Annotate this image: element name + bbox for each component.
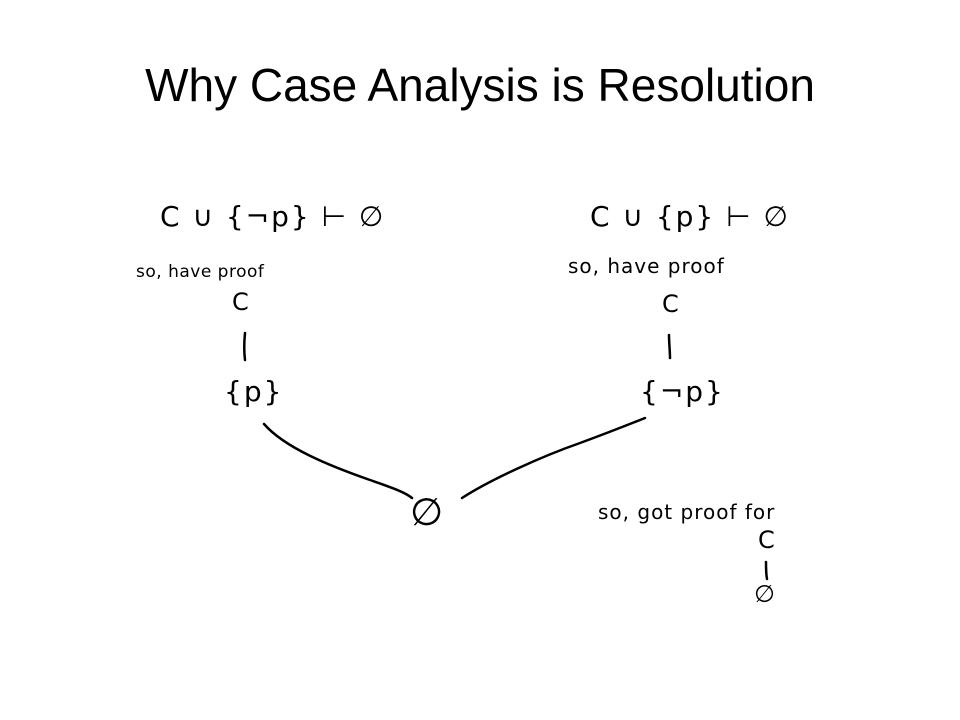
right-resolution-edge (460, 416, 647, 500)
right-clause-c: C (662, 290, 679, 318)
conclusion-proof-line (764, 560, 769, 581)
conclusion-clause-c: C (758, 526, 775, 554)
left-premise: C ∪ {¬p} ⊢ ∅ (160, 200, 386, 233)
left-proof-line (243, 331, 247, 362)
right-note: so, have proof (568, 254, 725, 278)
right-proof-line (667, 333, 672, 360)
left-resolution-edge (262, 422, 414, 500)
right-clause-not-p: {¬p} (640, 375, 725, 408)
conclusion-note: so, got proof for (598, 500, 776, 524)
conclusion-empty-set: ∅ (754, 580, 775, 608)
right-premise: C ∪ {p} ⊢ ∅ (590, 200, 790, 233)
resolvent-empty-set: ∅ (410, 490, 444, 534)
slide-title: Why Case Analysis is Resolution (145, 59, 815, 111)
left-clause-c: C (232, 288, 249, 316)
left-clause-p: {p} (224, 375, 284, 408)
left-note: so, have proof (136, 262, 265, 282)
